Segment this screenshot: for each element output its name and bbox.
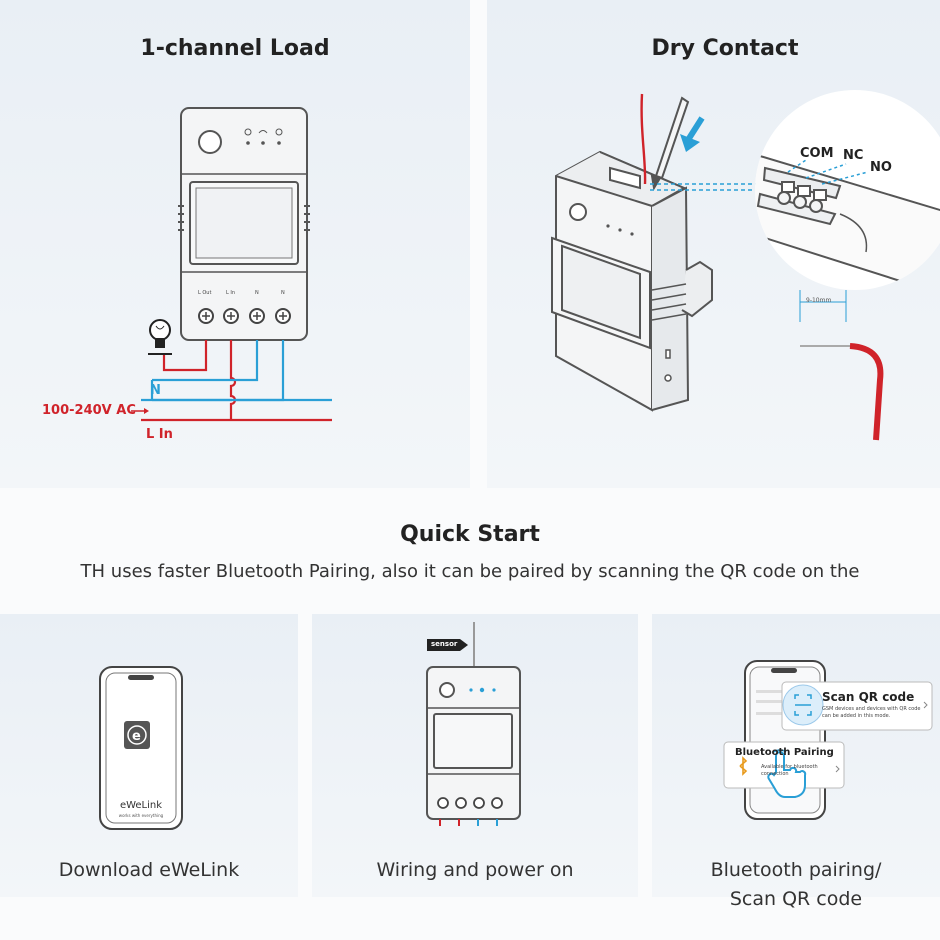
- strip-length-label: 9-10mm: [806, 297, 832, 304]
- neutral-label: N: [150, 383, 161, 398]
- step-caption-pairing-line2: Scan QR code: [729, 888, 863, 910]
- quick-start-title: Quick Start: [400, 522, 540, 547]
- quick-start-subtitle: TH uses faster Bluetooth Pairing, also i…: [80, 561, 860, 582]
- terminal-label: N: [281, 290, 285, 296]
- line-in-label: L In: [146, 427, 173, 442]
- dry-contact-diagram: [551, 93, 940, 441]
- no-label: NO: [870, 160, 892, 175]
- sensor-tag-label: sensor: [431, 640, 458, 648]
- step-caption-pairing-line1: Bluetooth pairing/: [710, 859, 882, 881]
- load-wiring-diagram: [131, 107, 332, 422]
- dry-contact-title: Dry Contact: [651, 36, 799, 61]
- bluetooth-card-title: Bluetooth Pairing: [735, 747, 834, 758]
- nc-label: NC: [843, 148, 864, 163]
- bluetooth-card-desc: Available for bluetooth connection: [761, 764, 818, 777]
- app-tagline: works with everything: [118, 813, 164, 818]
- button-icon: [569, 203, 587, 221]
- qr-card-desc: GSM devices and devices with QR code can…: [822, 706, 921, 719]
- com-label: COM: [800, 146, 834, 161]
- terminal-label: L In: [226, 290, 236, 296]
- app-name: eWeLink: [119, 800, 163, 811]
- button-icon: [198, 130, 222, 154]
- load-title: 1-channel Load: [140, 36, 330, 61]
- voltage-label: 100-240V AC: [42, 403, 136, 418]
- terminal-label: N: [255, 290, 259, 296]
- step-caption-download: Download eWeLink: [58, 859, 240, 881]
- step-caption-wiring: Wiring and power on: [376, 859, 574, 881]
- step-download-panel: [0, 614, 298, 897]
- qr-card-title: Scan QR code: [822, 690, 915, 704]
- light-bulb-icon: [148, 319, 172, 355]
- terminal-label: L Out: [198, 290, 212, 296]
- step-wiring-panel: [312, 614, 638, 897]
